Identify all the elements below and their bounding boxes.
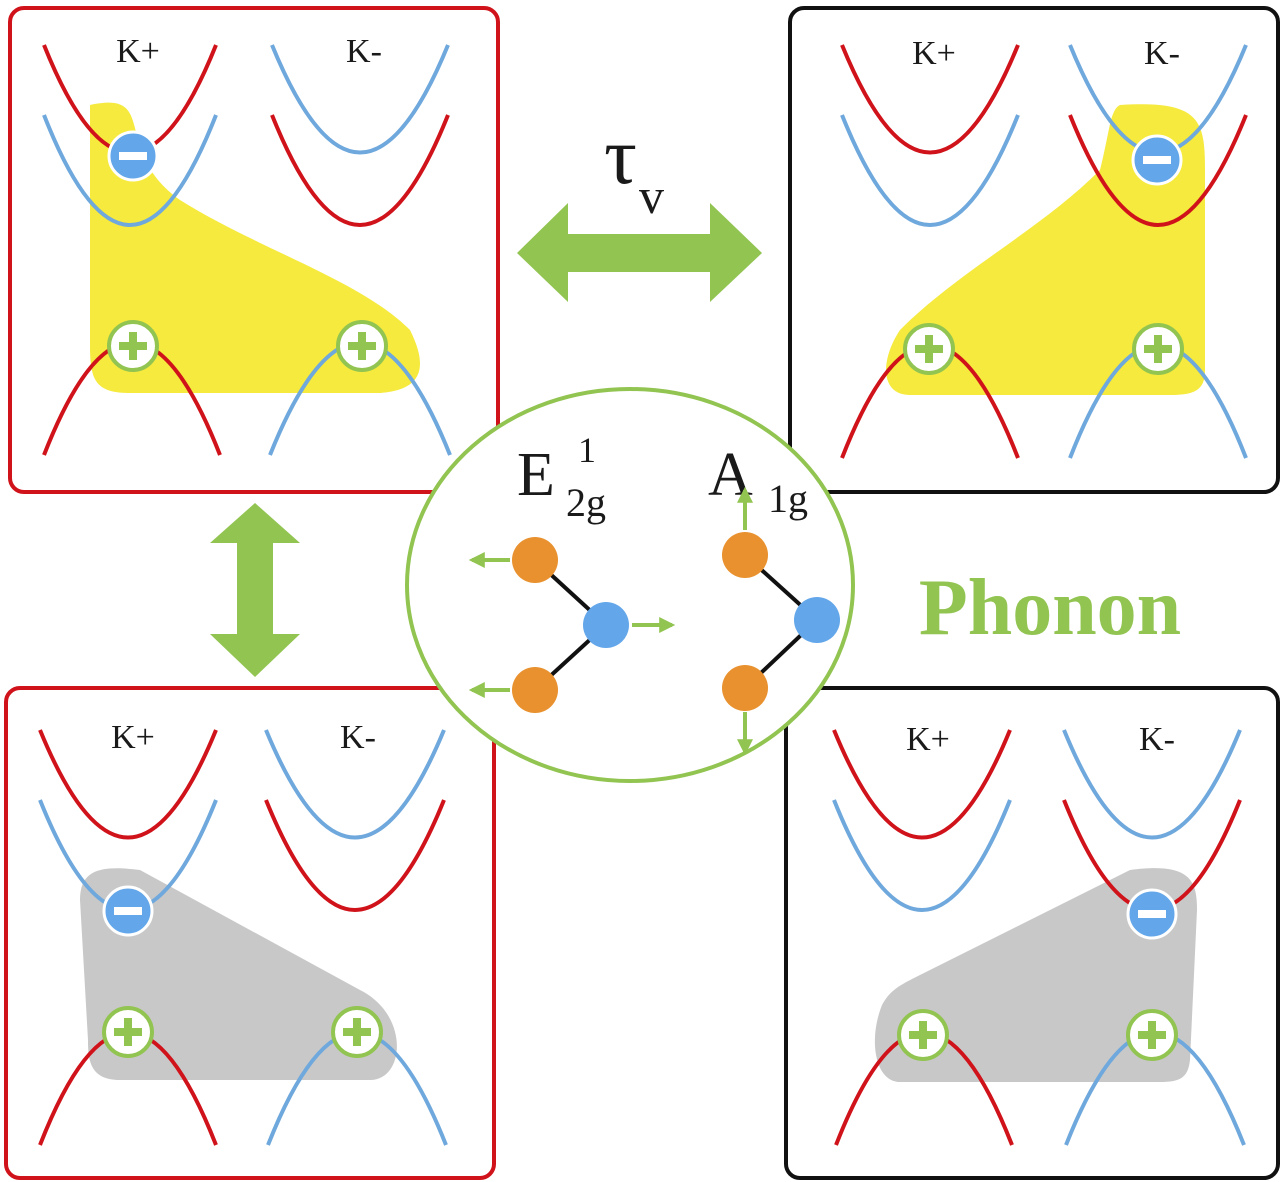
metal-atom: [583, 602, 629, 648]
panel-bottom-left: K+ K-: [4, 686, 496, 1180]
electron-icon: [1126, 888, 1178, 940]
hole-icon: [1132, 323, 1184, 375]
mode-label-e2g: E: [517, 441, 555, 509]
valley-label-k-plus: K+: [912, 35, 956, 72]
mode-label-a1g-subscript: 1g: [768, 476, 808, 521]
band-curve: [270, 114, 450, 227]
hole-icon: [331, 1006, 383, 1058]
panel-top-left: K+ K-: [8, 6, 500, 494]
band-curve: [264, 799, 446, 912]
hole-icon: [897, 1009, 949, 1061]
hole-icon: [107, 320, 159, 372]
valley-label-k-minus: K-: [1144, 35, 1180, 72]
valley-label-k-plus: K+: [116, 33, 160, 70]
valley-relaxation-time: τv: [604, 110, 664, 224]
phonon-modes: E 1 2g A 1g: [405, 387, 855, 783]
band-curve: [1068, 114, 1248, 227]
hole-icon: [102, 1006, 154, 1058]
hole-icon: [903, 323, 955, 375]
chalcogen-atom: [722, 665, 768, 711]
phonon-label: Phonon: [919, 564, 1181, 652]
spin-flip-arrow: [210, 503, 300, 677]
panel-top-right: K+ K-: [788, 6, 1280, 494]
valley-label-k-minus: K-: [346, 33, 382, 70]
valley-label-k-minus: K-: [1139, 721, 1175, 758]
valley-label-k-plus: K+: [111, 719, 155, 756]
valley-label-k-plus: K+: [906, 721, 950, 758]
valley-label-k-minus: K-: [340, 719, 376, 756]
electron-icon: [107, 130, 159, 182]
band-curve: [1062, 729, 1242, 840]
band-curve: [832, 799, 1012, 912]
exciton-yellow-region: [886, 104, 1205, 395]
hole-icon: [1126, 1009, 1178, 1061]
band-curve: [38, 729, 218, 840]
band-curve: [270, 44, 450, 155]
band-curve: [840, 114, 1020, 227]
mode-label-e2g-superscript: 1: [578, 430, 596, 470]
valley-transfer-arrow: [517, 203, 762, 302]
chalcogen-atom: [722, 532, 768, 578]
panel-bottom-right: K+ K-: [784, 686, 1280, 1180]
hole-icon: [336, 320, 388, 372]
exciton-gray-region: [80, 868, 397, 1080]
chalcogen-atom: [512, 667, 558, 713]
metal-atom: [794, 597, 840, 643]
band-curve: [832, 729, 1012, 840]
electron-icon: [102, 885, 154, 937]
band-curve: [42, 114, 218, 227]
electron-icon: [1131, 134, 1183, 186]
band-curve: [840, 44, 1020, 155]
band-curve: [264, 729, 446, 840]
phonon-ellipse: [405, 387, 855, 783]
chalcogen-atom: [512, 537, 558, 583]
exciton-gray-region: [874, 868, 1197, 1082]
mode-label-e2g-subscript: 2g: [566, 480, 606, 525]
exciton-yellow-region: [90, 102, 420, 393]
